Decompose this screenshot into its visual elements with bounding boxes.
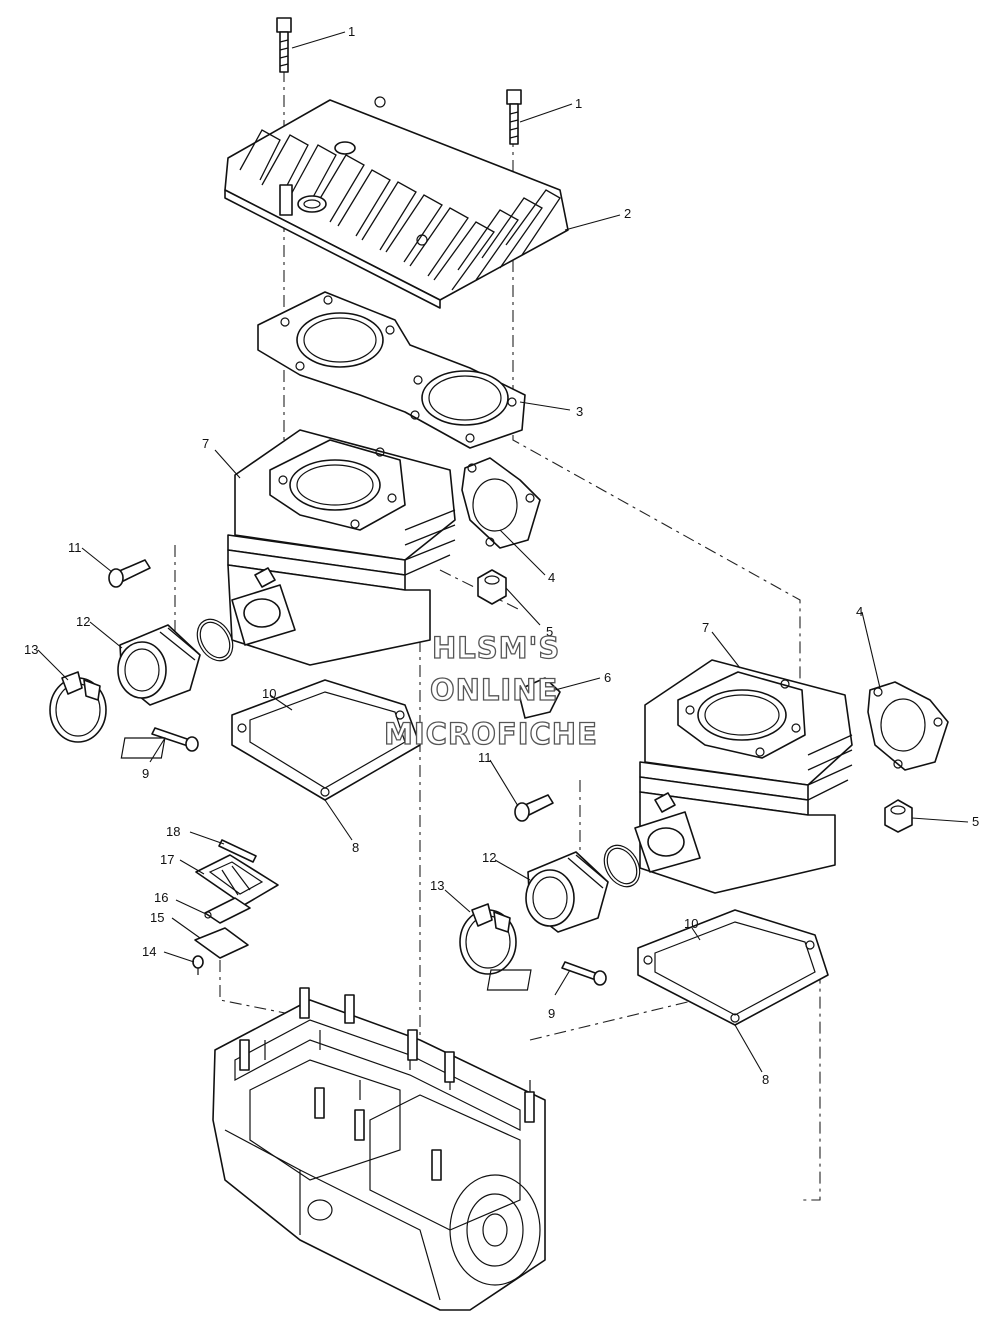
callout-4: 4 bbox=[548, 570, 555, 585]
intake-boot-right bbox=[525, 851, 609, 933]
watermark: HLSM'S ONLINE MICROFICHE bbox=[383, 630, 598, 751]
callout-12: 12 bbox=[76, 614, 90, 629]
callout-7: 7 bbox=[702, 620, 709, 635]
callout-9: 9 bbox=[142, 766, 149, 781]
callout-9: 9 bbox=[548, 1006, 555, 1021]
callout-10: 10 bbox=[684, 916, 698, 931]
reed-screw bbox=[192, 955, 204, 975]
reed-petal bbox=[204, 897, 251, 924]
callout-8: 8 bbox=[352, 840, 359, 855]
cylinder-base-gasket-right bbox=[486, 909, 829, 1026]
callout-5: 5 bbox=[972, 814, 979, 829]
cylinder-right bbox=[634, 659, 853, 894]
callout-10: 10 bbox=[262, 686, 276, 701]
exhaust-gasket-left bbox=[461, 457, 541, 549]
exhaust-gasket-right bbox=[867, 681, 949, 771]
callout-12: 12 bbox=[482, 850, 496, 865]
watermark-line-3: MICROFICHE bbox=[384, 717, 598, 751]
callout-14: 14 bbox=[142, 944, 156, 959]
callout-16: 16 bbox=[154, 890, 168, 905]
intake-boot-left bbox=[117, 624, 201, 706]
socket-screw-left bbox=[108, 559, 151, 588]
hose-clamp-right bbox=[459, 903, 517, 975]
callout-5: 5 bbox=[546, 624, 553, 639]
exhaust-nut-left bbox=[477, 569, 507, 605]
watermark-line-2: ONLINE bbox=[430, 673, 558, 707]
exhaust-nut-right bbox=[884, 799, 913, 833]
cylinder-head-bolt bbox=[276, 17, 292, 73]
callout-labels: 1 1 2 3 7 4 11 12 13 5 6 10 9 8 7 4 5 11… bbox=[24, 24, 979, 1087]
o-ring-right bbox=[603, 844, 641, 888]
callout-11: 11 bbox=[68, 540, 82, 555]
socket-screw-right bbox=[514, 794, 554, 822]
intake-screw-left bbox=[151, 727, 199, 752]
cylinder-base-gasket-left bbox=[120, 679, 421, 801]
cylinder-head-bolt-2 bbox=[506, 89, 522, 145]
callout-15: 15 bbox=[150, 910, 164, 925]
callout-17: 17 bbox=[160, 852, 174, 867]
watermark-line-1: HLSM'S bbox=[432, 631, 560, 665]
callout-18: 18 bbox=[166, 824, 180, 839]
o-ring-left bbox=[196, 618, 234, 662]
cylinder-left bbox=[227, 429, 456, 666]
reed-stopper bbox=[194, 927, 249, 959]
cylinder-head-gasket bbox=[257, 291, 526, 449]
callout-1: 1 bbox=[575, 96, 582, 111]
callout-1: 1 bbox=[348, 24, 355, 39]
cooling-fins bbox=[239, 129, 561, 291]
callout-6: 6 bbox=[604, 670, 611, 685]
callout-7: 7 bbox=[202, 436, 209, 451]
leader-lines bbox=[37, 31, 969, 1073]
callout-13: 13 bbox=[430, 878, 444, 893]
reed-valve-cage bbox=[195, 854, 279, 906]
callout-4: 4 bbox=[856, 604, 863, 619]
callout-2: 2 bbox=[624, 206, 631, 221]
callout-8: 8 bbox=[762, 1072, 769, 1087]
cylinder-head bbox=[224, 96, 569, 309]
reed-valve-pin bbox=[218, 839, 257, 863]
intake-screw-right bbox=[561, 961, 607, 986]
callout-13: 13 bbox=[24, 642, 38, 657]
crankcase bbox=[212, 987, 546, 1311]
callout-3: 3 bbox=[576, 404, 583, 419]
hose-clamp-left bbox=[49, 671, 107, 743]
callout-11: 11 bbox=[478, 750, 492, 765]
bracket bbox=[517, 677, 561, 719]
cylinder-studs bbox=[239, 987, 535, 1181]
